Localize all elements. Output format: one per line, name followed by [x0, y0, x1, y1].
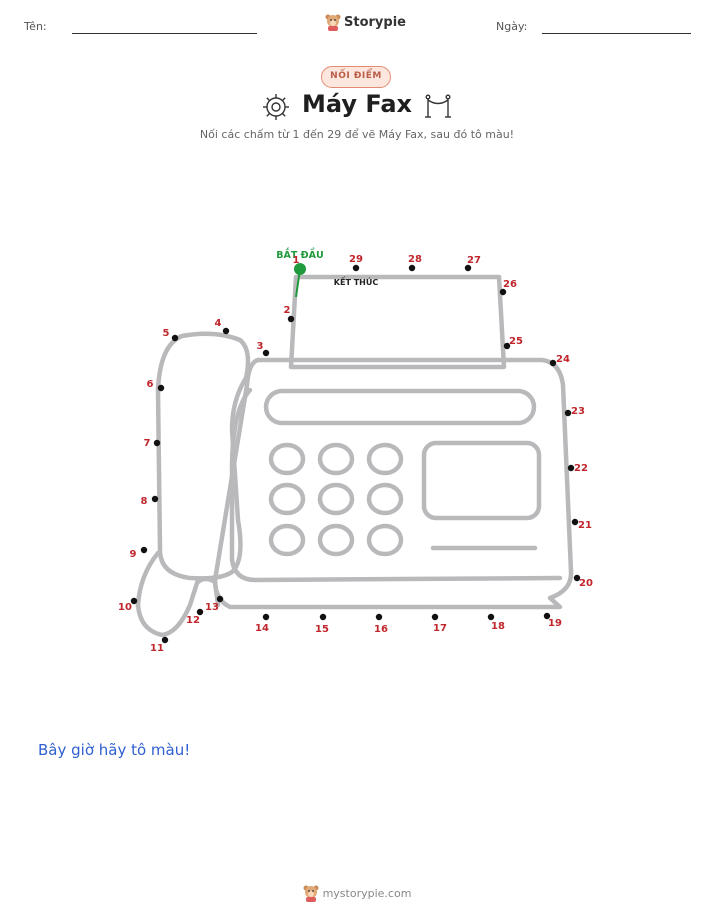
instructions: Nối các chấm từ 1 đến 29 để vẽ Máy Fax, …	[199, 128, 515, 141]
dot-22	[567, 464, 575, 472]
dot-number-1: 1	[293, 255, 300, 266]
dot-number-3: 3	[257, 341, 264, 352]
footer: mystorypie.com	[0, 884, 714, 902]
dot-number-4: 4	[215, 318, 222, 329]
brand-name: Storypie	[344, 14, 406, 30]
dot-number-23: 23	[571, 406, 585, 417]
dot-number-8: 8	[141, 496, 148, 507]
dot-17	[431, 613, 439, 621]
storypie-logo: Storypie	[325, 13, 406, 31]
dot-29	[352, 264, 360, 272]
gear-icon	[263, 94, 289, 120]
dot-24	[549, 359, 557, 367]
key-button	[317, 523, 355, 557]
name-line[interactable]	[72, 33, 257, 34]
dot-number-17: 17	[433, 623, 447, 634]
paper-slot-outline	[263, 388, 537, 426]
dot-8	[151, 495, 159, 503]
dot-27	[464, 264, 472, 272]
dot-number-26: 26	[503, 279, 517, 290]
dot-21	[571, 518, 579, 526]
dot-2	[287, 315, 295, 323]
stanchion-icon	[425, 94, 451, 118]
date-label: Ngày:	[496, 20, 528, 33]
dot-number-14: 14	[255, 623, 269, 634]
name-label: Tên:	[24, 20, 47, 33]
cord-joint-outline	[195, 576, 221, 608]
cord-outline	[135, 550, 201, 638]
dot-25	[503, 342, 511, 350]
dot-number-12: 12	[186, 615, 200, 626]
dot-number-16: 16	[374, 624, 388, 635]
dot-number-15: 15	[315, 624, 329, 635]
dot-9	[140, 546, 148, 554]
dot-number-24: 24	[556, 354, 570, 365]
key-button	[366, 523, 404, 557]
activity-badge: NỐI ĐIỂM	[321, 66, 391, 88]
dot-number-18: 18	[491, 621, 505, 632]
handset-outline	[155, 331, 251, 581]
dot-10	[130, 597, 138, 605]
end-label: KẾT THÚC	[334, 275, 379, 287]
dot-number-13: 13	[205, 602, 219, 613]
dot-number-27: 27	[467, 255, 481, 266]
dot-16	[375, 613, 383, 621]
dot-3	[262, 349, 270, 357]
dot-number-11: 11	[150, 643, 164, 654]
dot-28	[408, 264, 416, 272]
dot-6	[157, 384, 165, 392]
fax-machine-outline	[135, 274, 574, 638]
dot-20	[573, 574, 581, 582]
key-button	[366, 482, 404, 516]
dot-number-7: 7	[144, 438, 151, 449]
dot-number-2: 2	[284, 305, 291, 316]
dot-5	[171, 334, 179, 342]
body-trim-outline	[229, 387, 563, 583]
key-button	[317, 442, 355, 476]
bear-mascot-icon	[303, 885, 319, 902]
dot-number-19: 19	[548, 618, 562, 629]
date-line[interactable]	[542, 33, 691, 34]
dot-19	[543, 612, 551, 620]
dot-15	[319, 613, 327, 621]
dot-number-5: 5	[163, 328, 170, 339]
key-button	[317, 482, 355, 516]
dot-number-29: 29	[349, 254, 363, 265]
key-button	[366, 442, 404, 476]
dot-number-6: 6	[147, 379, 154, 390]
bear-mascot-icon	[325, 14, 341, 31]
key-button	[268, 442, 306, 476]
site-url: mystorypie.com	[322, 886, 412, 900]
dot-number-25: 25	[509, 336, 523, 347]
dot-number-10: 10	[118, 602, 132, 613]
dot-number-20: 20	[579, 578, 593, 589]
key-button	[268, 523, 306, 557]
dot-number-21: 21	[578, 520, 592, 531]
dot-18	[487, 613, 495, 621]
dot-11	[161, 636, 169, 644]
key-button	[268, 482, 306, 516]
dot-23	[564, 409, 572, 417]
paper-sheet-outline	[288, 274, 507, 370]
start-label: BẮT ĐẦU	[276, 248, 323, 261]
color-prompt: Bây giờ hãy tô màu!	[38, 741, 191, 759]
dot-number-9: 9	[130, 549, 137, 560]
dot-14	[262, 613, 270, 621]
screen-outline	[421, 440, 542, 521]
dot-12	[196, 608, 204, 616]
dot-number-28: 28	[408, 254, 422, 265]
page-title: Máy Fax	[301, 90, 412, 118]
dot-7	[153, 439, 161, 447]
dot-number-22: 22	[574, 463, 588, 474]
dot-13	[216, 595, 224, 603]
dot-4	[222, 327, 230, 335]
start-marker: BẮT ĐẦU	[276, 248, 324, 298]
dot-26	[499, 288, 507, 296]
